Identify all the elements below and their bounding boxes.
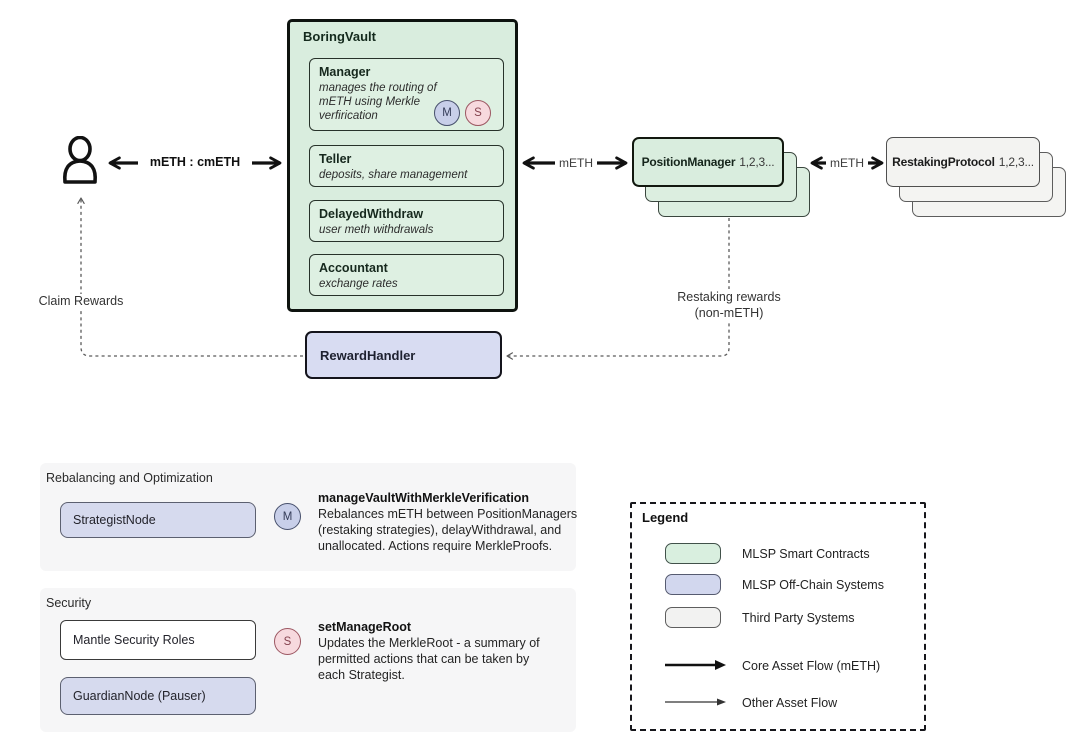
module-name: Accountant xyxy=(319,261,388,275)
other-flow-arrow-icon xyxy=(665,698,726,706)
restaking-rewards-line2: (non-mETH) xyxy=(694,306,764,320)
module-name: Teller xyxy=(319,152,352,166)
legend-box: Legend MLSP Smart Contracts MLSP Off-Cha… xyxy=(630,502,926,731)
legend-item-label: Other Asset Flow xyxy=(742,695,838,710)
restaking-rewards-label: Restaking rewards (non-mETH) xyxy=(654,289,804,321)
module-name: Manager xyxy=(319,65,371,79)
manager-badge-s-icon: S xyxy=(465,100,491,126)
position-manager-box: PositionManager 1,2,3... xyxy=(632,137,784,187)
vault-module-manager: Manager manages the routing of mETH usin… xyxy=(309,58,504,131)
rebalancing-panel-title: Rebalancing and Optimization xyxy=(46,471,213,485)
manager-badge-m-icon: M xyxy=(434,100,460,126)
module-desc: exchange rates xyxy=(319,278,398,290)
legend-swatch-third-party xyxy=(665,607,721,628)
legend-item-smart-contracts: MLSP Smart Contracts xyxy=(632,543,924,564)
claim-rewards-dashed-arrow xyxy=(77,197,303,357)
legend-swatch-offchain xyxy=(665,574,721,595)
position-manager-name: PositionManager xyxy=(641,155,736,169)
desc-line: (restaking strategies), delayWithdrawal,… xyxy=(318,523,562,537)
badge-s-icon: S xyxy=(274,628,301,655)
restaking-rewards-line1: Restaking rewards xyxy=(677,290,781,304)
security-panel-title: Security xyxy=(46,596,92,610)
pm-restaking-flow-label: mETH xyxy=(826,156,868,170)
mantle-security-roles-box: Mantle Security Roles xyxy=(60,620,256,660)
rebalancing-panel: Rebalancing and Optimization StrategistN… xyxy=(40,463,578,571)
restaking-protocol-box: RestakingProtocol 1,2,3... xyxy=(886,137,1040,187)
legend-item-offchain: MLSP Off-Chain Systems xyxy=(632,574,924,595)
legend-item-third-party: Third Party Systems xyxy=(632,607,924,628)
security-heading: setManageRoot xyxy=(318,620,412,634)
module-desc: deposits, share management xyxy=(319,169,468,181)
legend-item-other-flow: Other Asset Flow xyxy=(632,692,924,713)
desc-line: Updates the MerkleRoot - a summary of xyxy=(318,636,540,650)
boring-vault-title: BoringVault xyxy=(303,29,376,44)
guardian-node-label: GuardianNode (Pauser) xyxy=(73,689,206,703)
legend-item-label: MLSP Smart Contracts xyxy=(742,546,870,561)
reward-handler-box: RewardHandler xyxy=(305,331,502,379)
strategist-node-label: StrategistNode xyxy=(73,513,156,527)
vault-module-teller: Teller deposits, share management xyxy=(309,145,504,187)
security-panel: Security Mantle Security Roles GuardianN… xyxy=(40,588,576,732)
legend-swatch-smart-contracts xyxy=(665,543,721,564)
badge-m-icon: M xyxy=(274,503,301,530)
boring-vault-box: BoringVault Manager manages the routing … xyxy=(287,19,518,312)
rebalancing-description: manageVaultWithMerkleVerification Rebala… xyxy=(318,490,578,554)
restaking-rewards-dashed-arrow xyxy=(506,218,730,360)
desc-line: permitted actions that can be taken by xyxy=(318,652,530,666)
rebalancing-heading: manageVaultWithMerkleVerification xyxy=(318,491,530,505)
legend-item-label: Third Party Systems xyxy=(742,610,855,625)
legend-item-label: MLSP Off-Chain Systems xyxy=(742,577,884,592)
legend-item-label: Core Asset Flow (mETH) xyxy=(742,658,881,673)
guardian-node-box: GuardianNode (Pauser) xyxy=(60,677,256,715)
legend-title: Legend xyxy=(642,510,689,525)
security-description: setManageRoot Updates the MerkleRoot - a… xyxy=(318,619,578,683)
legend-item-core-flow: Core Asset Flow (mETH) xyxy=(632,655,924,676)
module-desc: user meth withdrawals xyxy=(319,224,434,236)
vault-module-accountant: Accountant exchange rates xyxy=(309,254,504,296)
core-flow-arrow-icon xyxy=(665,660,726,670)
desc-line: each Strategist. xyxy=(318,668,405,682)
restaking-protocol-suffix: 1,2,3... xyxy=(998,155,1034,169)
vault-module-delayedwithdraw: DelayedWithdraw user meth withdrawals xyxy=(309,200,504,242)
reward-handler-title: RewardHandler xyxy=(320,347,416,363)
vault-pm-flow-label: mETH xyxy=(555,156,597,170)
claim-rewards-label: Claim Rewards xyxy=(37,294,125,308)
position-manager-suffix: 1,2,3... xyxy=(739,155,775,169)
user-vault-flow-label: mETH : cmETH xyxy=(138,155,252,169)
desc-line: unallocated. Actions require MerkleProof… xyxy=(318,539,553,553)
user-icon xyxy=(62,136,98,184)
module-desc: manages the routing of mETH using Merkle… xyxy=(319,82,437,122)
mantle-security-roles-label: Mantle Security Roles xyxy=(73,633,195,647)
strategist-node-box: StrategistNode xyxy=(60,502,256,538)
restaking-protocol-name: RestakingProtocol xyxy=(892,155,995,169)
module-name: DelayedWithdraw xyxy=(319,207,424,221)
desc-line: Rebalances mETH between PositionManagers xyxy=(318,507,578,521)
